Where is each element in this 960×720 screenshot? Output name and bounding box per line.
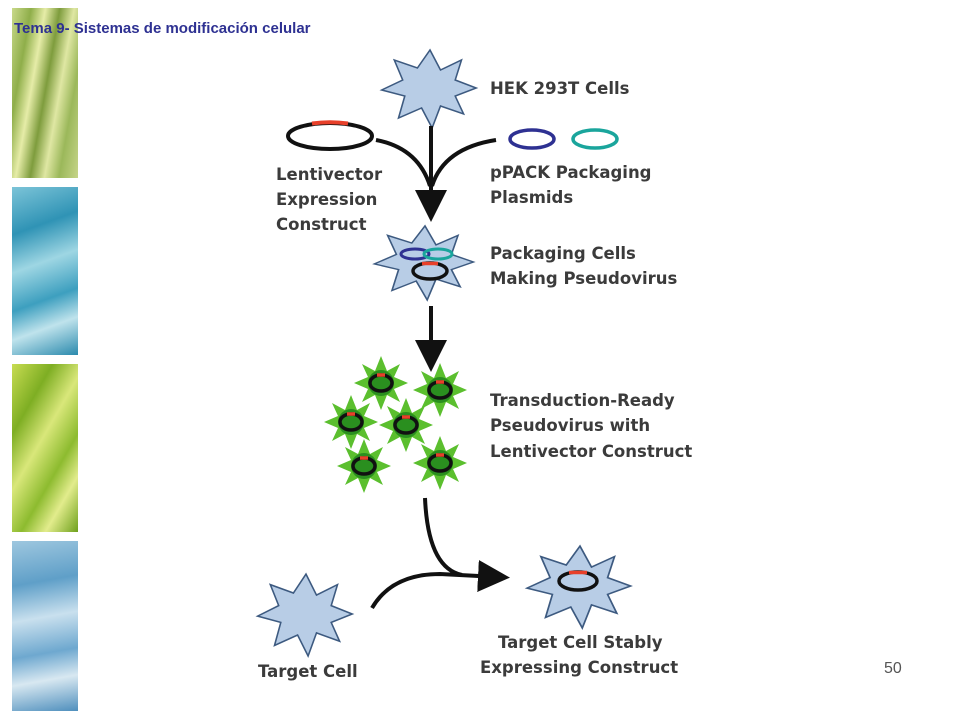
hek-label: HEK 293T Cells — [490, 79, 630, 98]
page-number: 50 — [884, 660, 902, 677]
packaging-cell — [373, 225, 475, 301]
decorative-image-strip — [12, 541, 78, 711]
pseudovirus — [411, 434, 469, 492]
transduction-label: Transduction-Ready Pseudovirus with Lent… — [490, 391, 692, 461]
lentivector-label: Lentivector Expression Construct — [276, 165, 388, 234]
lentivector-plasmid — [286, 120, 374, 151]
packaging-label: Packaging Cells Making Pseudovirus — [490, 244, 677, 288]
transduction-arrow — [370, 497, 510, 610]
ppack-plasmid-teal — [571, 128, 619, 150]
target-cell — [256, 573, 353, 657]
decorative-image-strip — [12, 8, 78, 178]
ppack-label: pPACK Packaging Plasmids — [490, 163, 657, 207]
decorative-image-strip — [12, 187, 78, 355]
merge-arrow — [375, 126, 497, 222]
pseudovirus — [377, 396, 435, 454]
pseudovirus — [352, 354, 410, 412]
stable-target-label: Target Cell Stably Expressing Construct — [480, 633, 678, 677]
target-cell-label: Target Cell — [258, 662, 358, 681]
decorative-image-strip — [12, 364, 78, 532]
ppack-plasmid-blue — [508, 128, 556, 150]
pseudovirus — [335, 437, 393, 495]
pseudovirus-cluster — [322, 354, 469, 495]
pseudovirus — [322, 393, 380, 451]
slide-title: Tema 9- Sistemas de modificación celular — [14, 20, 311, 37]
stable-target-cell — [526, 545, 632, 629]
hek-cell — [380, 49, 477, 129]
